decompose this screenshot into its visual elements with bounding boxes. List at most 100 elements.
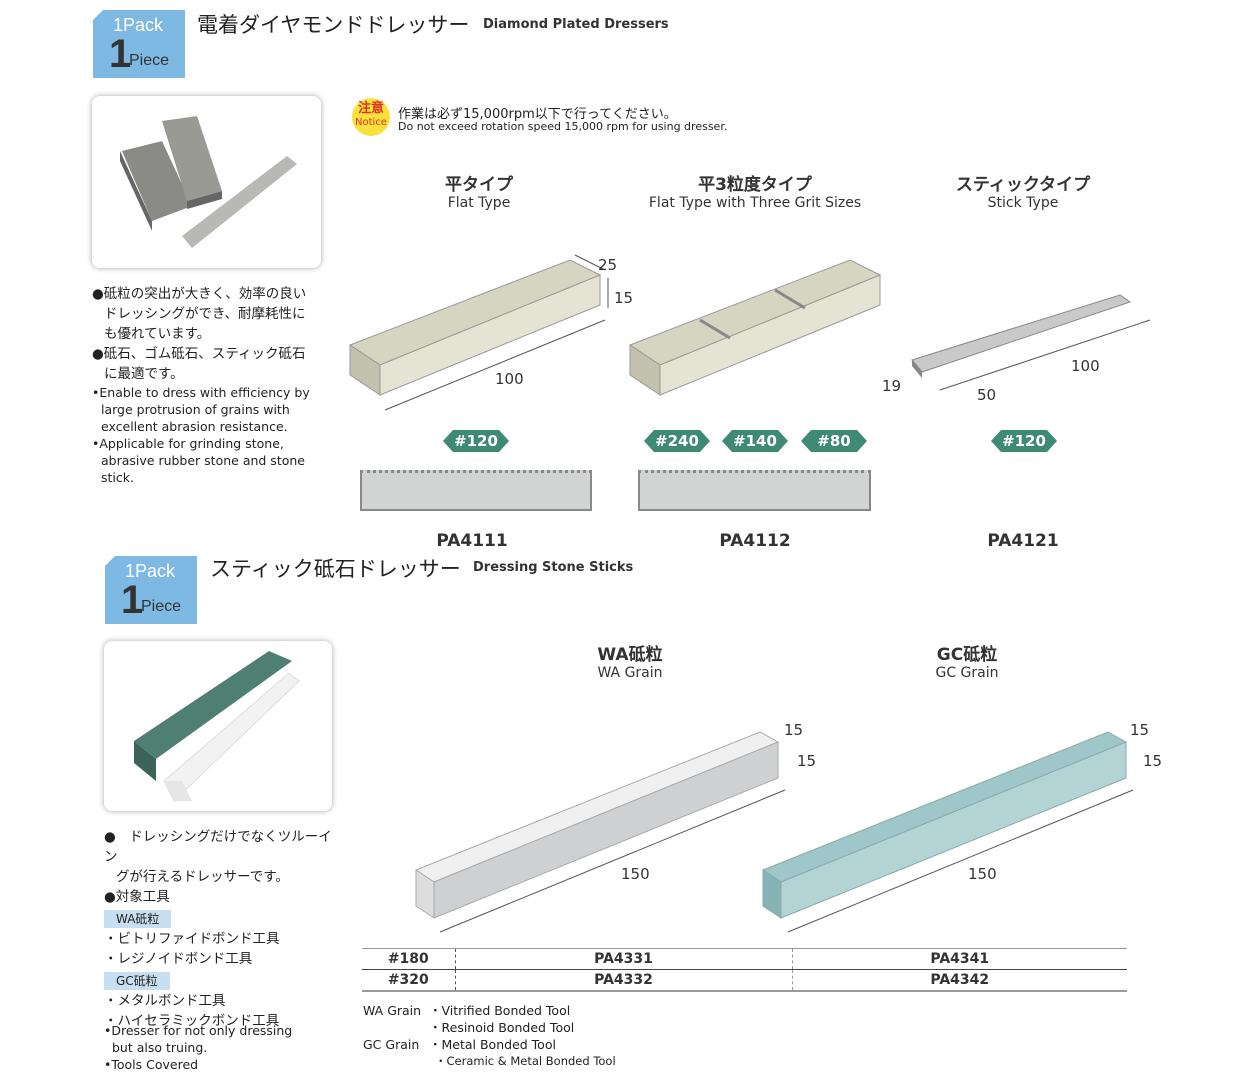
- text-label: Piece: [129, 52, 170, 69]
- text-label: but also truing.: [112, 1040, 208, 1055]
- text-label: ・レジノイドボンド工具: [104, 951, 253, 967]
- text-label: PA4332: [455, 969, 793, 991]
- text-label: 1: [109, 32, 132, 76]
- text-label: •Tools Covered: [104, 1057, 199, 1072]
- text-label: #320: [362, 969, 456, 991]
- diamond-dressers-image: [120, 116, 297, 248]
- text-label: 150: [968, 865, 997, 883]
- text-label: Stick Type: [987, 195, 1059, 211]
- text-label: stick.: [101, 470, 134, 485]
- text-label: Notice: [355, 117, 387, 128]
- tools-covered-en: WA Grain ・Vitrified Bonded Tool ・Resinoid…: [363, 1002, 616, 1070]
- product-photo-diamond: [92, 96, 321, 268]
- profile-flat: [360, 470, 592, 511]
- text-label: Flat Type with Three Grit Sizes: [648, 195, 862, 211]
- stone-sticks-image: [134, 651, 300, 802]
- text-label: •Dresser for not only dressing: [104, 1023, 293, 1038]
- text-label: ・ハイセラミックボンド工具: [104, 1013, 280, 1029]
- text-label: GC Grain: [363, 1037, 420, 1052]
- text-label: 1Pack: [113, 15, 164, 35]
- pack-badge: 1Pack 1 Piece: [93, 10, 185, 78]
- text-label: ・Vitrified Bonded Tool: [429, 1003, 571, 1018]
- features-jp: ● ドレッシングだけでなくツルーイン グが行えるドレッサーです。 ●対象工具 W…: [104, 827, 344, 1031]
- text-label: PA4342: [930, 971, 990, 988]
- text-label: WA砥粒: [597, 645, 663, 665]
- product-code: PA4112: [719, 531, 791, 551]
- text-label: 平タイプ: [445, 175, 513, 195]
- features-jp: ●砥粒の突出が大きく、効率の良い ドレッシングができ、耐摩耗性に も優れています…: [92, 284, 332, 384]
- text-label: ・メタルボンド工具: [104, 993, 226, 1009]
- text-label: ●対象工具: [104, 889, 170, 905]
- text-label: 15: [797, 752, 817, 770]
- grit-tag: #120: [443, 430, 509, 452]
- text-label: Flat Type: [447, 195, 511, 211]
- grit-tag: #240: [644, 430, 710, 452]
- text-label: ● ドレッシングだけでなくツルーイン: [104, 829, 332, 865]
- profile-three-grit: [638, 470, 871, 511]
- text-label: 25: [598, 256, 618, 274]
- text-label: ・Ceramic & Metal Bonded Tool: [435, 1054, 616, 1068]
- diamond-products-drawing: [348, 254, 1151, 411]
- text-label: 19: [882, 377, 902, 395]
- text-label: Piece: [141, 598, 182, 615]
- notice-icon: 注意 Notice: [352, 98, 390, 136]
- product-photo-sticks: [104, 641, 332, 811]
- table-row: #320 PA4332 PA4342: [362, 969, 1127, 991]
- text-label: GC砥粒: [936, 645, 998, 665]
- text-label: ・Metal Bonded Tool: [429, 1037, 556, 1052]
- stone-sticks-drawing: [414, 731, 1134, 933]
- text-label: ●砥粒の突出が大きく、効率の良い: [92, 286, 307, 302]
- text-label: 150: [621, 865, 650, 883]
- features-en: •Enable to dress with efficiency by larg…: [92, 384, 332, 486]
- grit-tag: #80: [801, 430, 867, 452]
- text-label: も優れています。: [104, 326, 211, 342]
- product-code: PA4111: [436, 531, 508, 551]
- text-label: 平3粒度タイプ: [698, 175, 812, 195]
- text-label: ドレッシングができ、耐摩耗性に: [104, 306, 306, 322]
- text-label: 15: [1130, 721, 1150, 739]
- text-label: 15: [1143, 752, 1163, 770]
- notice-text-en: Do not exceed rotation speed 15,000 rpm …: [398, 120, 728, 133]
- section-title-en: Diamond Plated Dressers: [483, 17, 669, 32]
- product-code: PA4121: [987, 531, 1059, 551]
- text-label: に最適です。: [104, 366, 184, 382]
- text-label: グが行えるドレッサーです。: [116, 869, 289, 885]
- pack-badge: 1Pack 1 Piece: [105, 556, 197, 624]
- text-label: ●砥石、ゴム砥石、スティック砥石: [92, 346, 306, 362]
- wa-label: WA砥粒: [104, 910, 172, 928]
- grit-tag: #140: [722, 430, 788, 452]
- text-label: GC Grain: [935, 665, 999, 681]
- notice-text-jp: 作業は必ず15,000rpm以下で行ってください。: [398, 107, 677, 122]
- text-label: •Enable to dress with efficiency by: [92, 385, 310, 400]
- text-label: PA4331: [455, 948, 793, 970]
- table-row: #180 PA4331 PA4341: [362, 948, 1127, 970]
- section-title-jp: 電着ダイヤモンドドレッサー: [197, 13, 470, 37]
- text-label: 50: [977, 386, 997, 404]
- text-label: スティックタイプ: [955, 175, 1091, 195]
- features-en: •Dresser for not only dressing but also …: [104, 1022, 292, 1073]
- text-label: 15: [784, 721, 804, 739]
- section-title-en: Dressing Stone Sticks: [473, 560, 634, 575]
- text-label: #180: [362, 948, 456, 970]
- gc-label: GC砥粒: [104, 972, 170, 990]
- text-label: 100: [495, 370, 524, 388]
- text-label: •Applicable for grinding stone,: [92, 436, 284, 451]
- product-code-table: #180 PA4331 PA4341 #320 PA4332 PA4342: [362, 948, 1127, 992]
- text-label: 注意: [357, 101, 384, 116]
- grit-tag: #120: [991, 430, 1057, 452]
- text-label: WA Grain: [597, 665, 663, 681]
- text-label: abrasive rubber stone and stone: [101, 453, 305, 468]
- text-label: excellent abrasion resistance.: [101, 419, 288, 434]
- text-label: 15: [614, 289, 634, 307]
- section-title-jp: スティック砥石ドレッサー: [210, 557, 461, 581]
- text-label: ・ビトリファイドボンド工具: [104, 931, 280, 947]
- text-label: ・Resinoid Bonded Tool: [429, 1020, 575, 1035]
- text-label: WA Grain: [363, 1003, 422, 1018]
- text-label: 100: [1071, 357, 1100, 375]
- text-label: PA4341: [930, 951, 990, 967]
- text-label: 1Pack: [125, 561, 176, 581]
